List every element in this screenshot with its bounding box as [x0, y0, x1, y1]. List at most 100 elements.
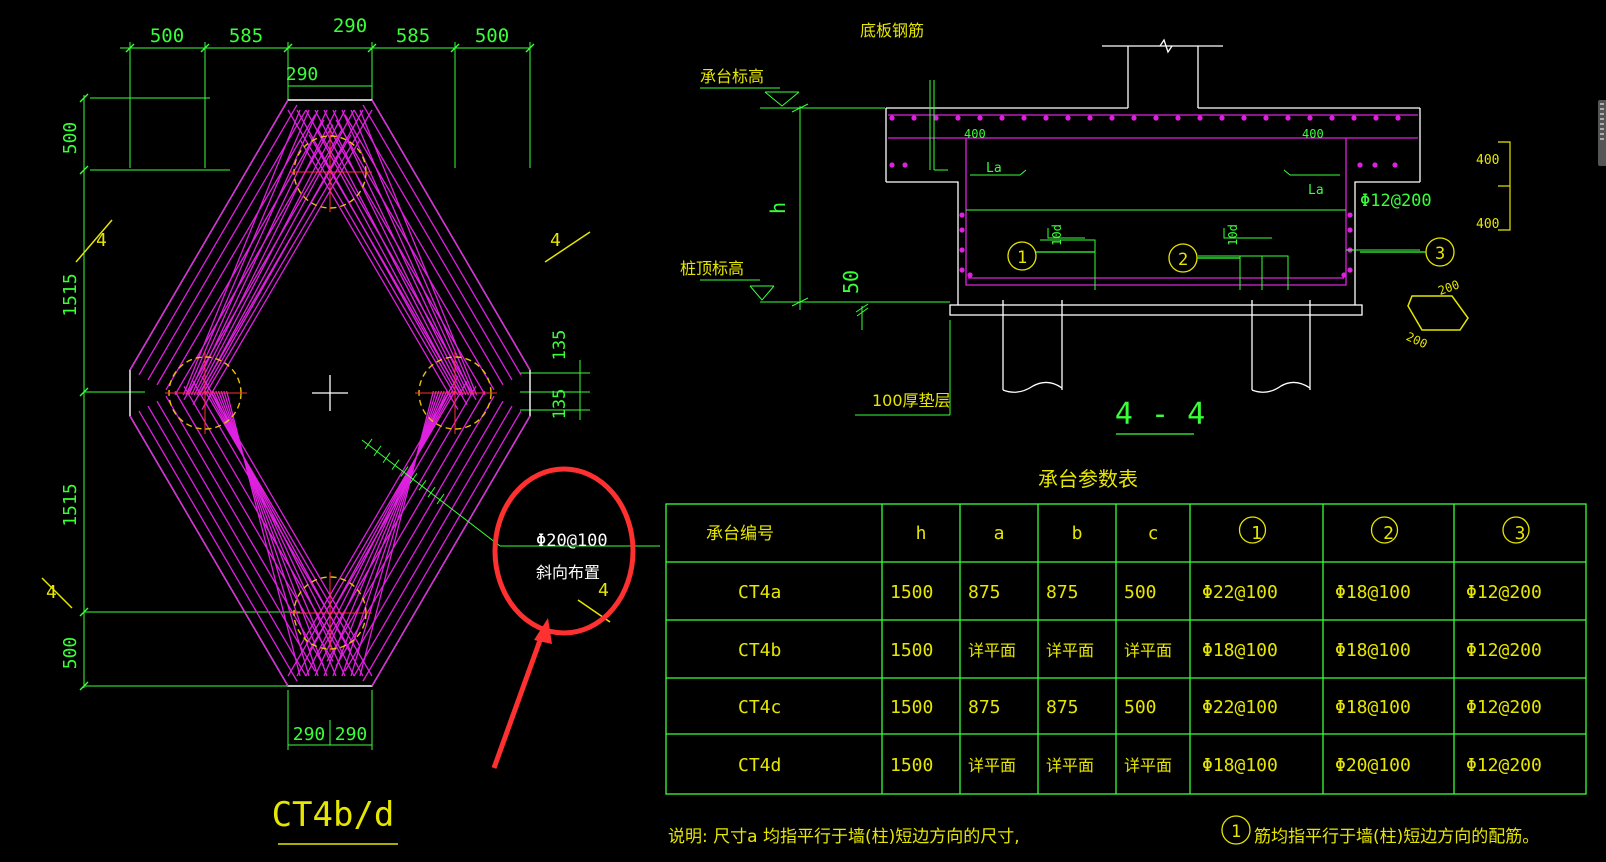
label-la-left: La [986, 161, 1002, 176]
rebar-dot [1395, 115, 1401, 121]
leader-tick [436, 493, 445, 505]
table-cell: 875 [1046, 697, 1079, 718]
section-elevation-marks [700, 87, 951, 416]
section-markers [1007, 237, 1455, 273]
rebar-line [190, 109, 328, 396]
plan-center-cross [312, 375, 348, 411]
rebar-dot [1263, 115, 1269, 121]
rebar-line [299, 139, 459, 410]
table-cell: Φ12@200 [1466, 755, 1542, 776]
table-cell: 详平面 [968, 756, 1016, 775]
plan-view: 500 585 290 585 500 290 500 1515 1515 50… [41, 15, 660, 845]
rebar-line [156, 400, 316, 672]
plan-dim-left-1: 500 [60, 122, 81, 155]
table-cell: 875 [968, 582, 1001, 603]
section-mark-line-1 [75, 219, 113, 263]
rebar-dot [1372, 162, 1378, 168]
rebar-line [326, 390, 486, 662]
rebar-dot [933, 115, 939, 121]
plan-dim-bottom-2: 290 [335, 724, 368, 745]
note-right: 筋均指平行于墙(柱)短边方向的配筋。 [1254, 827, 1539, 847]
rebar-line [296, 390, 453, 677]
rebar-dot [977, 115, 983, 121]
rebar-line [362, 410, 522, 682]
rebar-line [199, 109, 355, 396]
label-50: 50 [839, 270, 863, 294]
rebar-line [341, 109, 472, 396]
rebar-dot [1241, 115, 1247, 121]
table-header-marker-circle [1502, 516, 1530, 544]
rebar-line [359, 109, 478, 396]
table-header-cell: b [1072, 523, 1083, 544]
rebar-line [323, 390, 445, 677]
rebar-line [332, 390, 443, 677]
rebar-dot [1347, 267, 1353, 273]
section-piles [1002, 300, 1311, 393]
table-cell: Φ18@100 [1335, 582, 1411, 603]
leader-tick [382, 452, 391, 464]
rebar-dot [959, 212, 965, 218]
table-header-cell: 1 [1251, 523, 1262, 544]
label-400-right: 400 [1302, 127, 1324, 141]
rebar-line [353, 405, 513, 677]
table-cell: Φ22@100 [1202, 582, 1278, 603]
section-view: 底板钢筋 承台标高 桩顶标高 h 50 100厚垫层 400 400 La La… [680, 21, 1511, 435]
table-cell: 875 [968, 697, 1001, 718]
rebar-dot [959, 227, 965, 233]
rebar-line [335, 395, 495, 667]
rebar-dot [1307, 115, 1313, 121]
table-header-cell: c [1148, 523, 1159, 544]
rebar-dot [1341, 272, 1347, 278]
table-border [665, 503, 1587, 795]
rebar-leader-ticks [364, 438, 445, 505]
rebar-dot [959, 247, 965, 253]
dim-400-top: 400 [1476, 153, 1499, 168]
rebar-line [326, 124, 486, 396]
section-la-lines [929, 80, 1420, 290]
section-right-bracket [1498, 141, 1511, 231]
rebar-dot [1109, 115, 1115, 121]
rebar-line [220, 390, 319, 677]
rebar-line [225, 390, 301, 677]
plan-dim-top-4: 585 [396, 25, 430, 47]
rebar-line [185, 109, 310, 396]
table-cell: Φ18@100 [1335, 640, 1411, 661]
rebar-dot [1131, 115, 1137, 121]
scrollbar-thumb[interactable] [1598, 100, 1606, 166]
rebar-line [323, 109, 467, 396]
table-cell: CT4d [738, 755, 781, 776]
rebar-line [201, 139, 361, 410]
plan-dim-bottom-1: 290 [293, 724, 326, 745]
marker-label-3: 3 [1435, 244, 1445, 264]
rebar-line [314, 109, 464, 396]
rebar-line [359, 390, 435, 677]
rebar-line [147, 109, 307, 381]
rebar-line [371, 415, 531, 687]
plan-dim-right-1: 135 [550, 330, 570, 361]
leader-tick [364, 438, 373, 450]
plan-dim-top-inner: 290 [286, 64, 319, 85]
rebar-line [344, 400, 504, 672]
section-rebar-dots [889, 115, 1401, 278]
rebar-line [314, 390, 448, 677]
rebar-line [129, 99, 289, 371]
label-cap-elevation: 承台标高 [700, 67, 764, 86]
rebar-line [204, 109, 373, 396]
rebar-line [332, 109, 470, 396]
leader-tick [391, 459, 400, 470]
section-cap-outline [885, 107, 1421, 316]
rebar-dot [1347, 212, 1353, 218]
table-cell: Φ22@100 [1202, 697, 1278, 718]
section-column [1102, 38, 1223, 108]
leader-tick [427, 486, 436, 498]
plan-dim-top-3: 290 [333, 15, 367, 37]
section-mark-1: 4 [96, 230, 107, 251]
stirrup-dim-1: 200 [1436, 277, 1461, 298]
table-header-cell: 2 [1383, 523, 1394, 544]
plan-pile-centerlines [165, 130, 497, 652]
rebar-dot [1175, 115, 1181, 121]
rebar-dot [1197, 115, 1203, 121]
note-marker: 1 [1231, 822, 1241, 842]
